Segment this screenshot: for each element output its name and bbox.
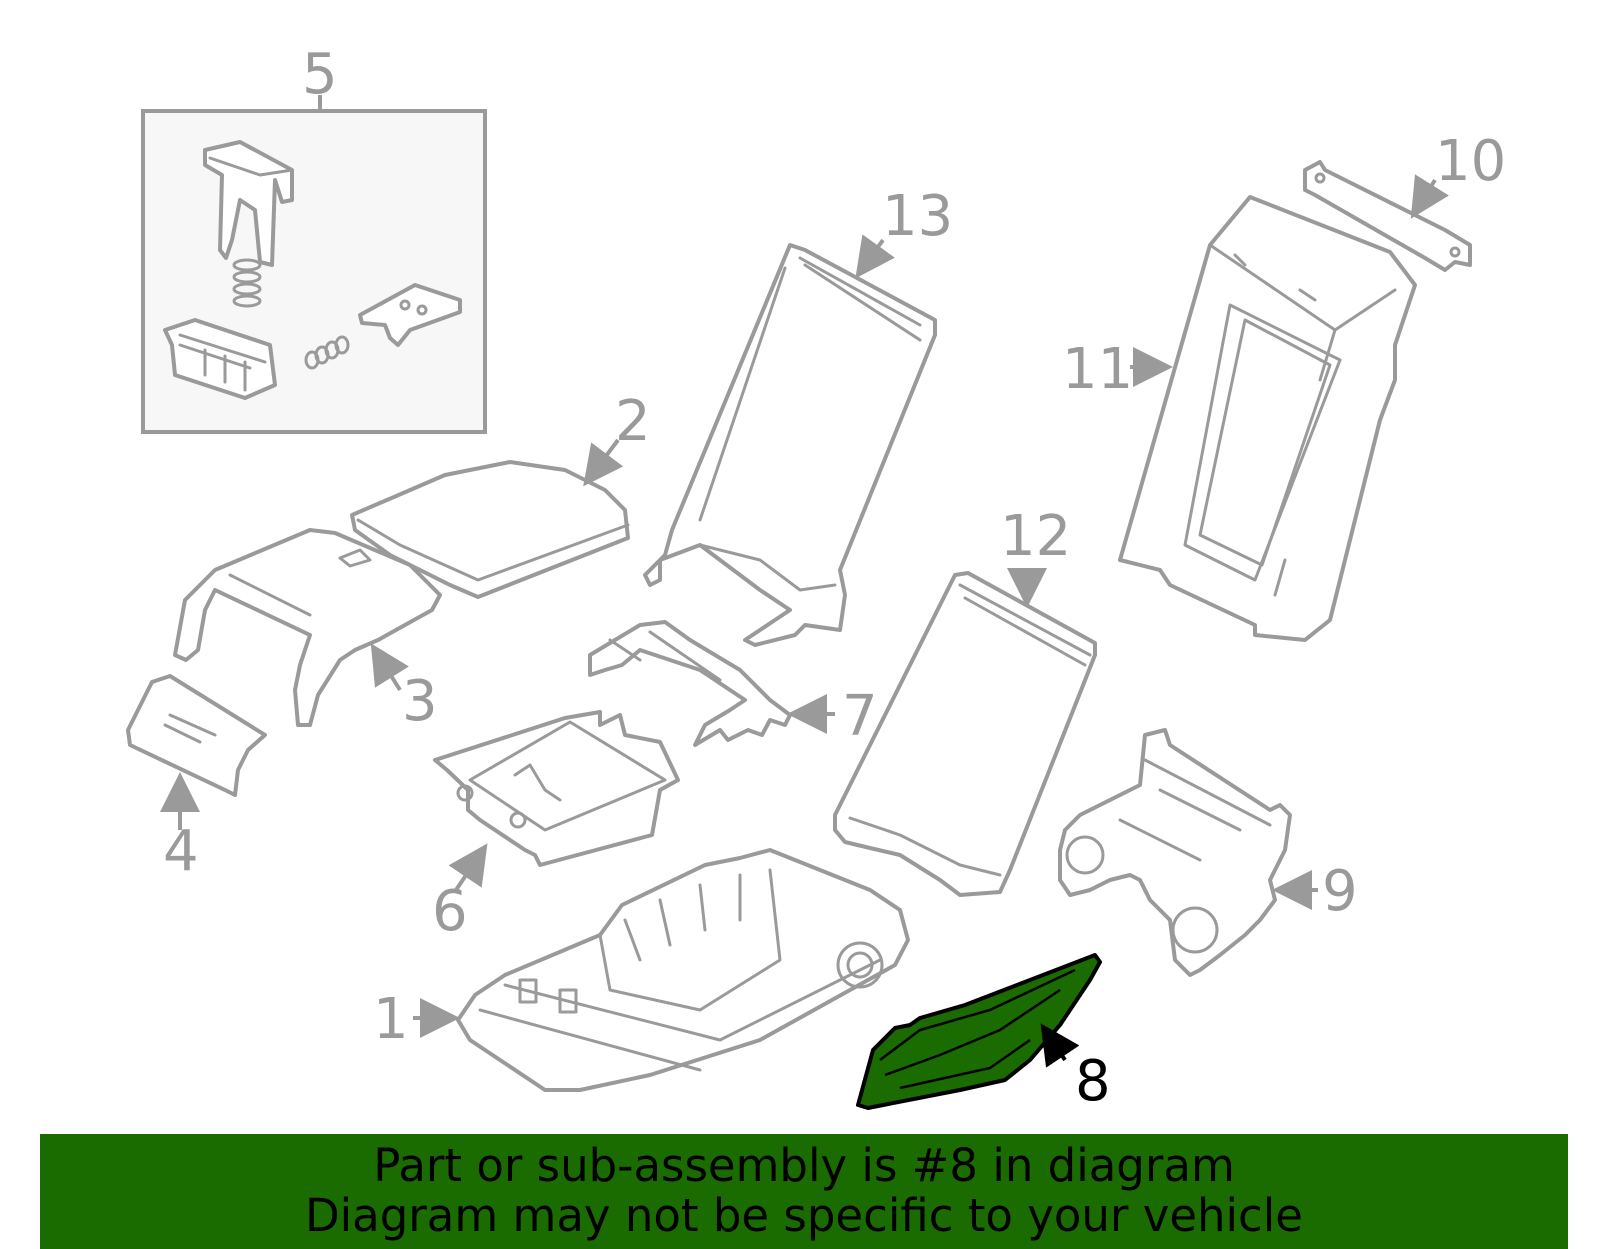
part-4-trim-panel[interactable] [126, 674, 267, 797]
part-10-bracket-strap[interactable] [1303, 160, 1472, 272]
callout-9: 9 [1322, 859, 1358, 924]
banner-line-disclaimer: Diagram may not be specific to your vehi… [305, 1189, 1303, 1242]
callout-6: 6 [432, 879, 468, 944]
callout-10: 10 [1435, 129, 1506, 194]
part-13-seatback-panel[interactable] [643, 243, 937, 647]
info-banner: Part or sub-assembly is #8 in diagram Di… [40, 1134, 1568, 1249]
part-3-armrest-cover[interactable] [173, 528, 442, 727]
callout-3: 3 [402, 669, 438, 734]
part-12-seat-panel[interactable] [833, 571, 1097, 897]
part-2-armrest-cushion[interactable] [350, 460, 630, 599]
part-5-hardware-kit[interactable] [141, 95, 487, 434]
callout-7: 7 [842, 684, 878, 749]
callout-11: 11 [1062, 337, 1133, 402]
leader-lines [160, 174, 1449, 1068]
banner-line-part: Part or sub-assembly is #8 in diagram [373, 1139, 1235, 1192]
callout-2: 2 [615, 389, 651, 454]
callout-4: 4 [163, 819, 199, 884]
callout-12: 12 [1000, 504, 1071, 569]
callout-1: 1 [373, 987, 409, 1052]
part-9-seat-frame[interactable] [1058, 728, 1292, 977]
part-7-bracket[interactable] [588, 620, 792, 747]
part-1-console-base[interactable] [456, 848, 910, 1092]
callout-5: 5 [302, 42, 338, 107]
part-11-seatback-frame[interactable] [1118, 195, 1417, 642]
part-8-highlighted-trim[interactable] [856, 953, 1102, 1110]
callout-8: 8 [1075, 1049, 1111, 1114]
part-6-storage-bin[interactable] [433, 710, 680, 867]
callout-13: 13 [882, 184, 953, 249]
